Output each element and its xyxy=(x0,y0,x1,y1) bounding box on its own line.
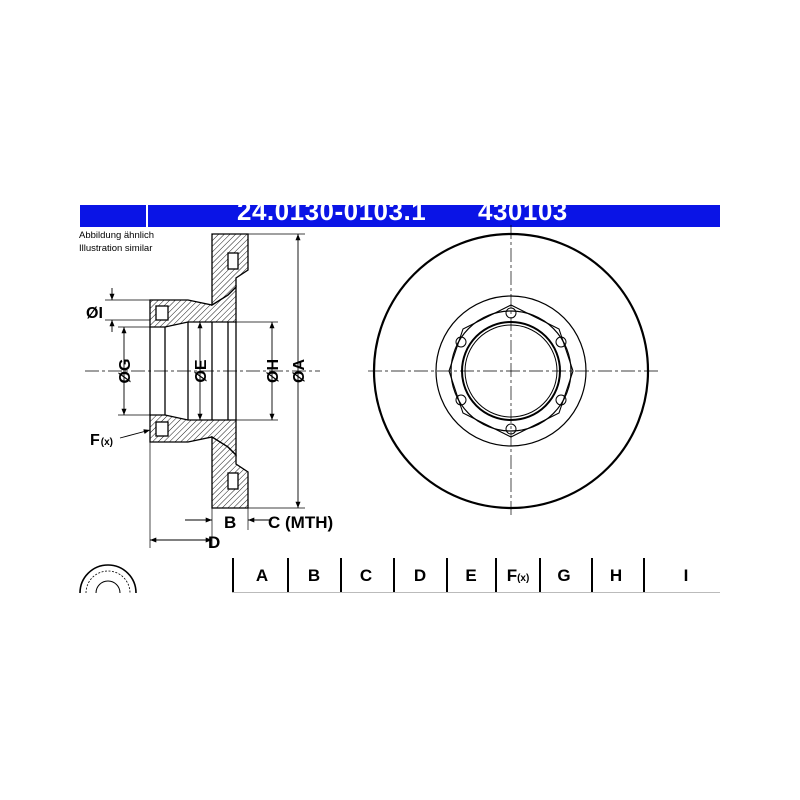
table-rule xyxy=(232,592,720,593)
table-col-c: C xyxy=(359,566,373,585)
hub-flange-bottom xyxy=(149,414,237,457)
table-col-f-main: F xyxy=(506,566,518,585)
illustration-note-de: Abbildung ähnlich xyxy=(79,230,155,241)
bore-outer xyxy=(461,321,561,421)
hub-flange-top xyxy=(149,285,237,328)
table-separator xyxy=(591,558,593,592)
table-separator xyxy=(643,558,645,592)
table-col-g: G xyxy=(557,566,571,585)
table-separator xyxy=(393,558,395,592)
dim-label-b: B xyxy=(224,513,236,532)
dim-label-d: D xyxy=(208,533,220,552)
table-col-i: I xyxy=(683,566,689,585)
disc-outer-edge xyxy=(372,232,650,510)
dim-label-g: ØG xyxy=(117,359,134,384)
table-separator xyxy=(495,558,497,592)
table-col-d: D xyxy=(413,566,427,585)
table-col-f-sub: (x) xyxy=(517,573,530,584)
brake-disc-icon xyxy=(79,564,137,594)
table-col-h: H xyxy=(609,566,623,585)
side-section-view xyxy=(85,233,320,548)
dim-label-a: ØA xyxy=(291,359,308,383)
illustration-note-en: Illustration similar xyxy=(79,243,153,254)
dim-label-f-main: F xyxy=(90,432,100,449)
table-col-f: F(x) xyxy=(493,566,543,586)
front-view xyxy=(368,225,660,518)
header-bar: 24.0130-0103.1 430103 xyxy=(80,205,720,227)
bore-inner xyxy=(464,324,558,418)
dim-label-f: F(x) xyxy=(90,432,113,449)
bolt-hole xyxy=(505,423,517,435)
part-number: 24.0130-0103.1 xyxy=(237,205,427,226)
table-separator xyxy=(446,558,448,592)
table-col-e: E xyxy=(465,566,477,585)
bolt-hole xyxy=(555,336,567,348)
dim-label-e: ØE xyxy=(193,359,210,382)
table-separator xyxy=(287,558,289,592)
table-separator xyxy=(539,558,541,592)
bolt-holes xyxy=(455,307,567,435)
flange-ring xyxy=(450,310,572,432)
table-separator xyxy=(232,558,234,592)
table-separator xyxy=(340,558,342,592)
header-divider xyxy=(146,205,148,227)
bolt-hole xyxy=(455,394,467,406)
flange-outer-edge xyxy=(435,295,587,447)
bolt-hole xyxy=(455,336,467,348)
bolt-hole xyxy=(505,307,517,319)
bolt-hole xyxy=(555,394,567,406)
hub-outline xyxy=(448,304,574,438)
table-col-a: A xyxy=(255,566,269,585)
dim-label-i: ØI xyxy=(86,305,103,322)
dim-label-f-sub: (x) xyxy=(101,437,113,448)
table-col-b: B xyxy=(307,566,321,585)
reference-number: 430103 xyxy=(478,205,568,226)
dim-label-c: C (MTH) xyxy=(268,513,333,532)
dim-label-h: ØH xyxy=(265,359,282,383)
